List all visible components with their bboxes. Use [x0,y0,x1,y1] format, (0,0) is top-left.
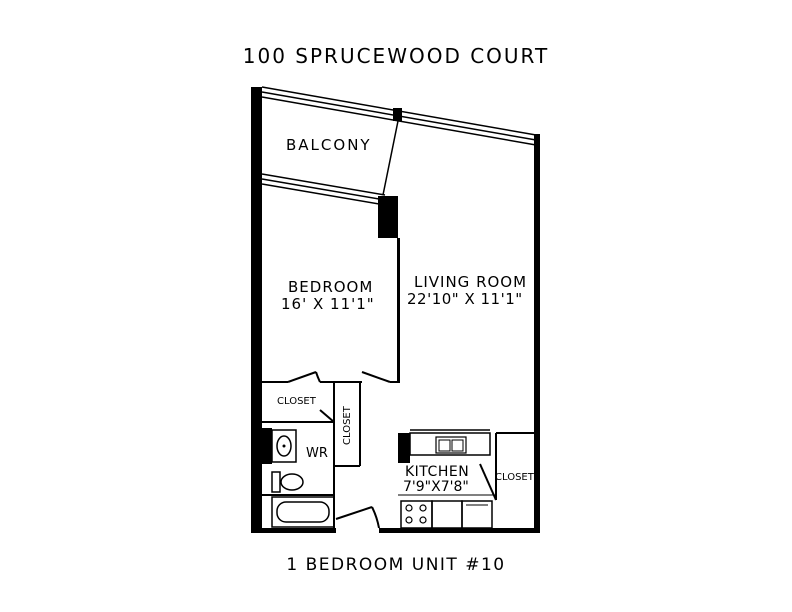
living-room-label: LIVING ROOM [414,273,527,291]
kitchen-dimensions: 7'9"X7'8" [403,479,469,495]
dishwasher [461,500,493,529]
stove-burner-2 [419,504,427,512]
stove-burner-3 [405,516,413,524]
balcony-post [393,108,402,121]
unit-label: 1 BEDROOM UNIT #10 [286,555,506,575]
plan-title: 100 SPRUCEWOOD COURT [242,44,550,68]
living-room-dimensions: 22'10" X 11'1" [407,290,523,308]
washroom-label: WR [306,446,328,461]
entry-door [335,506,380,529]
kitchen-double-sink [435,436,467,454]
bedroom-bottom-wall [262,371,400,383]
balcony-divider [382,120,399,196]
kitchen-counter-top [409,432,491,456]
closet-2-label: CLOSET [342,405,353,445]
exterior-wall-right [534,134,540,532]
closet-1-label: CLOSET [277,396,317,407]
sink-drain [282,444,286,448]
toilet-bowl [280,473,304,491]
column [378,196,398,238]
exterior-wall-left [251,87,262,533]
kitchen-wall-block [398,433,410,463]
partition-wall [397,238,400,381]
kitchen-sink-right [451,439,464,452]
counter-bottom [431,500,463,529]
balcony-window [261,173,386,206]
bedroom-label: BEDROOM [288,278,373,296]
closet-1-walls [262,382,335,466]
sink-basin [276,435,292,457]
kitchen-label: KITCHEN [405,464,469,480]
bedroom-dimensions: 16' X 11'1" [281,295,375,313]
stove-burner-4 [419,516,427,524]
exterior-wall-bottom-right [379,528,540,533]
stove [400,500,433,529]
sink-vanity-side [262,428,272,464]
exterior-wall-bottom [251,528,336,533]
closet-2-walls [334,382,361,467]
bathtub-basin [276,501,330,523]
kitchen-sink-left [438,439,451,452]
closet-3-label: CLOSET [495,472,535,483]
toilet-tank [271,471,281,493]
balcony-label: BALCONY [286,136,372,154]
stove-burner-1 [405,504,413,512]
closet-3-walls [479,432,536,501]
